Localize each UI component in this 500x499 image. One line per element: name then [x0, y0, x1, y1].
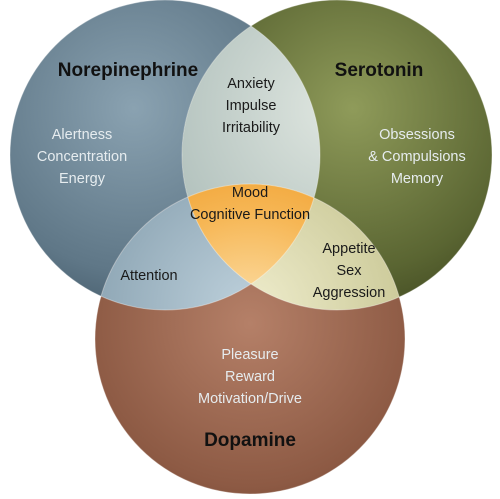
serotonin-title: Serotonin — [335, 60, 424, 81]
center-item: Mood — [232, 185, 268, 201]
overlap-serotonin-dopamine — [182, 184, 405, 310]
dopamine-item: Pleasure — [221, 347, 278, 363]
norepinephrine-item: Concentration — [37, 149, 127, 165]
norepinephrine-item: Alertness — [52, 127, 112, 143]
norepinephrine-title: Norepinephrine — [58, 60, 198, 81]
overlap-nd-item: Attention — [120, 268, 177, 284]
serotonin-item: Memory — [391, 171, 444, 187]
serotonin-item: Obsessions — [379, 127, 455, 143]
dopamine-item: Reward — [225, 369, 275, 385]
overlap-sd-item: Sex — [337, 263, 363, 279]
overlap-ns-item: Impulse — [226, 98, 277, 114]
overlap-sd-item: Aggression — [313, 285, 386, 301]
overlap-ns-item: Irritability — [222, 120, 281, 136]
serotonin-item: & Compulsions — [368, 149, 466, 165]
overlap-sd-item: Appetite — [322, 241, 375, 257]
norepinephrine-item: Energy — [59, 171, 106, 187]
overlap-ns-item: Anxiety — [227, 76, 275, 92]
dopamine-title: Dopamine — [204, 430, 296, 451]
overlap-norepinephrine-dopamine — [95, 184, 320, 310]
dopamine-item: Motivation/Drive — [198, 391, 302, 407]
center-item: Cognitive Function — [190, 207, 310, 223]
